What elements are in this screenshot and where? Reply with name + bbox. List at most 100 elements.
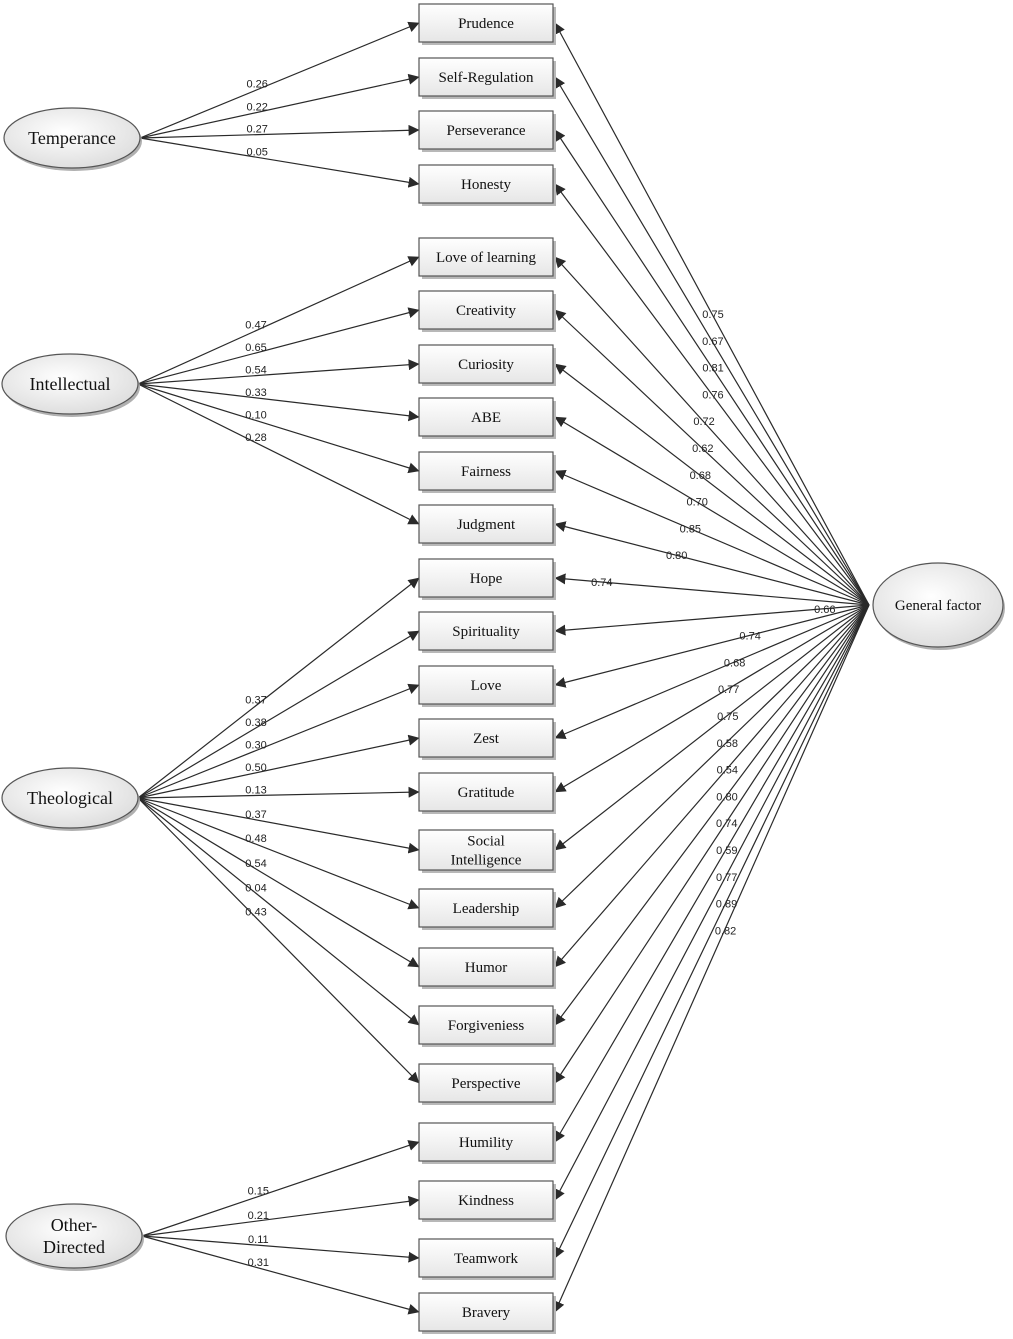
general-loading-label-honesty: 0.76: [702, 389, 723, 401]
indicator-box-gratitude: Gratitude: [418, 772, 556, 814]
indicator-label: Bravery: [462, 1305, 511, 1321]
path-theological-to-humor: [137, 797, 420, 968]
path-general-to-fairness: [554, 470, 870, 606]
factor-temperance: Temperance: [3, 107, 142, 171]
loading-label-creativity: 0.65: [245, 342, 266, 354]
path-theological-to-forgiveniess: [137, 797, 420, 1026]
indicator-box-frame: [418, 1292, 554, 1332]
loading-label-social-intelligence: 0.37: [245, 809, 266, 821]
path-general-to-perspective: [554, 604, 870, 1084]
indicator-box-teamwork: Teamwork: [418, 1238, 556, 1280]
indicator-box-curiosity: Curiosity: [418, 344, 556, 386]
indicator-box-frame: [418, 1238, 554, 1278]
path-theological-to-zest: [137, 734, 420, 799]
factor-ellipse: [3, 107, 141, 169]
path-general-to-creativity: [554, 309, 870, 606]
path-temperance-to-honesty: [139, 137, 420, 188]
loading-label-bravery: 0.31: [248, 1257, 269, 1269]
indicator-box-humor: Humor: [418, 947, 556, 989]
indicator-box-love: Love: [418, 665, 556, 707]
edges-layer: [137, 21, 870, 1315]
path-general-to-honesty: [554, 183, 870, 606]
path-theological-to-hope: [137, 577, 420, 799]
indicator-box-frame: [418, 344, 554, 384]
indicator-box-frame: [418, 888, 554, 928]
indicator-box-love-of-learning: Love of learning: [418, 237, 556, 279]
factor-ellipse: [5, 1203, 143, 1269]
factor-ellipse: [1, 353, 139, 415]
path-general-to-leadership: [554, 604, 870, 909]
indicator-box-zest: Zest: [418, 718, 556, 760]
path-intellectual-to-love-of-learning: [137, 256, 420, 385]
path-general-to-humor: [554, 604, 870, 968]
loading-label-love: 0.30: [245, 740, 266, 752]
path-general-to-hope: [554, 573, 870, 606]
path-theological-to-leadership: [137, 797, 420, 910]
path-general-to-gratitude: [554, 604, 870, 793]
path-general-to-forgiveniess: [554, 604, 870, 1026]
loading-label-prudence: 0.26: [246, 79, 267, 91]
path-general-to-social-intelligence: [554, 604, 870, 851]
indicator-box-frame: [418, 110, 554, 150]
indicator-label: Love: [471, 678, 502, 694]
general-loading-label-love-of-learning: 0.72: [693, 416, 714, 428]
path-temperance-to-self-regulation: [139, 73, 420, 139]
indicator-label: Creativity: [456, 303, 516, 319]
path-other-directed-to-teamwork: [141, 1235, 420, 1263]
factor-label: Temperance: [28, 128, 116, 148]
general-loading-label-spirituality: 0.66: [814, 604, 835, 616]
general-loading-label-forgiveniess: 0.80: [716, 791, 737, 803]
loading-label-honesty: 0.05: [246, 146, 267, 158]
path-theological-to-gratitude: [137, 786, 420, 799]
indicator-label: ABE: [471, 410, 501, 426]
general-loading-label-curiosity: 0.68: [690, 470, 711, 482]
general-loading-label-judgment: 0.80: [666, 550, 687, 562]
path-intellectual-to-curiosity: [137, 359, 420, 385]
path-intellectual-to-creativity: [137, 307, 420, 385]
general-loading-label-zest: 0.68: [724, 657, 745, 669]
path-intellectual-to-fairness: [137, 383, 420, 474]
indicator-box-frame: [418, 1180, 554, 1220]
general-loading-label-creativity: 0.62: [692, 443, 713, 455]
loading-label-love-of-learning: 0.47: [245, 320, 266, 332]
indicator-box-hope: Hope: [418, 558, 556, 600]
loading-label-spirituality: 0.38: [245, 717, 266, 729]
indicator-label: Love of learning: [436, 250, 536, 266]
indicator-label: Humor: [465, 960, 508, 976]
indicator-box-frame: [418, 164, 554, 204]
indicator-box-perseverance: Perseverance: [418, 110, 556, 152]
indicator-box-frame: [418, 829, 554, 871]
path-intellectual-to-abe: [137, 383, 420, 422]
loading-label-forgiveniess: 0.04: [245, 882, 266, 894]
indicator-box-frame: [418, 3, 554, 43]
path-temperance-to-perseverance: [139, 124, 420, 139]
indicator-box-frame: [418, 397, 554, 437]
path-general-to-judgment: [554, 521, 870, 606]
general-loading-label-hope: 0.74: [591, 577, 612, 589]
factor-label: Intellectual: [30, 374, 111, 394]
indicator-label: Teamwork: [454, 1251, 518, 1267]
loading-label-teamwork: 0.11: [248, 1234, 269, 1246]
path-general-to-prudence: [554, 22, 870, 606]
general-loading-label-prudence: 0.75: [702, 309, 723, 321]
general-loading-label-perseverance: 0.81: [702, 363, 723, 375]
indicator-box-frame: [418, 57, 554, 97]
path-other-directed-to-humility: [141, 1140, 420, 1237]
indicator-box-frame: [418, 237, 554, 277]
factor-label: Other-: [51, 1215, 98, 1235]
general-loading-label-gratitude: 0.77: [718, 684, 739, 696]
indicator-label: Judgment: [457, 517, 516, 533]
loading-label-judgment: 0.28: [245, 432, 266, 444]
indicator-box-honesty: Honesty: [418, 164, 556, 206]
loading-label-leadership: 0.48: [245, 833, 266, 845]
path-general-to-humility: [554, 604, 870, 1143]
general-loading-label-abe: 0.70: [686, 497, 707, 509]
indicator-label: Curiosity: [458, 357, 514, 373]
path-general-to-abe: [554, 416, 870, 606]
path-general-to-perseverance: [554, 129, 870, 606]
path-theological-to-spirituality: [137, 630, 420, 799]
path-other-directed-to-kindness: [141, 1195, 420, 1237]
general-factor-label: General factor: [895, 598, 981, 614]
